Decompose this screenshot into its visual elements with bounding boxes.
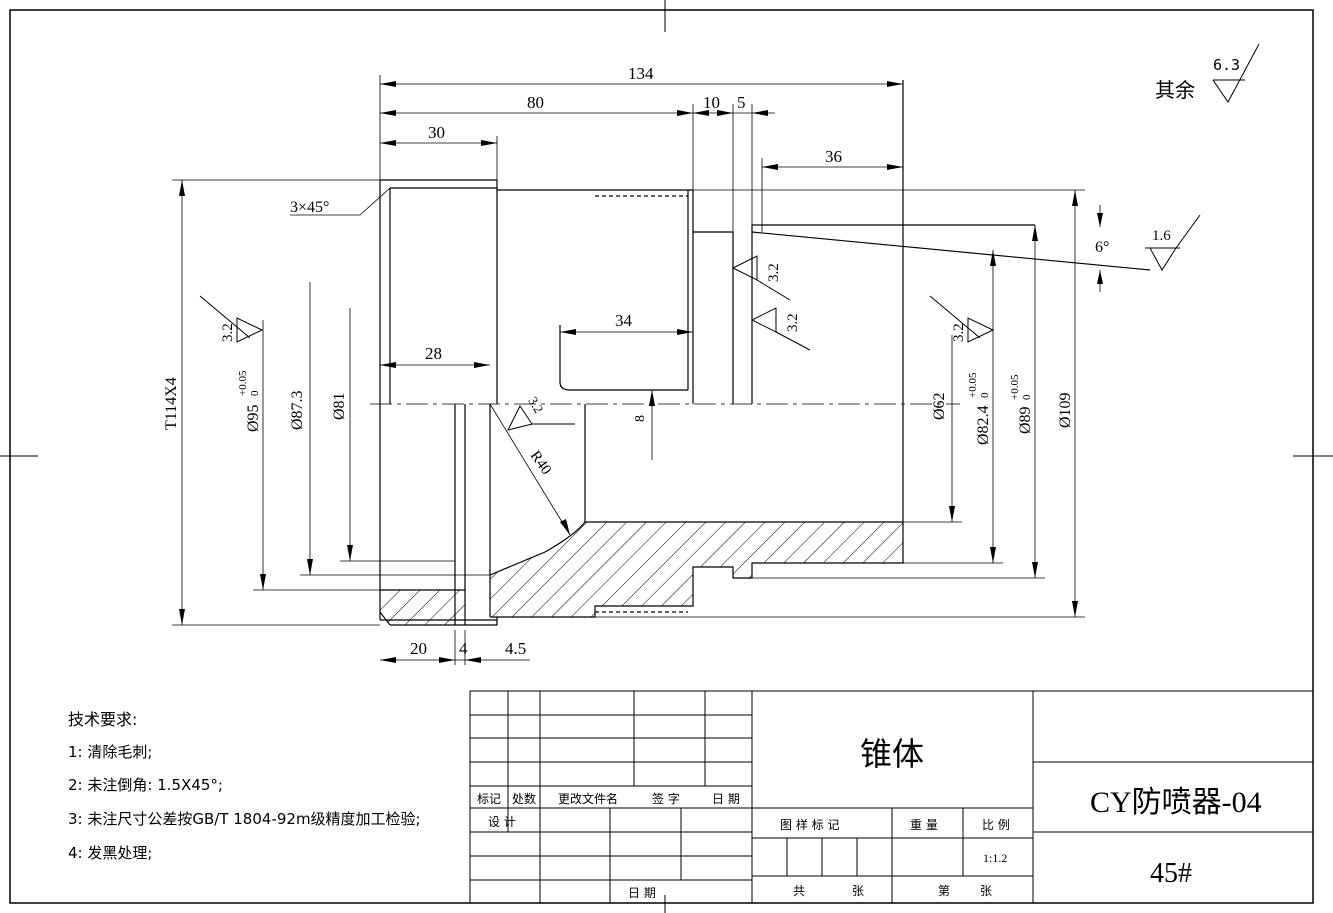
dim-chamfer: 3×45° (290, 199, 329, 216)
dim-slot-8: 8 (633, 415, 648, 422)
design-label: 设 计 (488, 815, 516, 829)
rev-header-count: 处数 (512, 791, 536, 806)
dim-taper-angle: 6° (1095, 239, 1109, 256)
rev-header-sign: 签 字 (652, 791, 680, 806)
sheets2-label: 张 (980, 884, 992, 898)
dim-d82-tol-up: +0.05 (967, 372, 979, 398)
dim-d95-tol-up: +0.05 (237, 370, 249, 396)
note-item-2: 2: 未注倒角: 1.5X45°; (68, 776, 223, 794)
technical-notes: 技术要求: 1: 清除毛刺; 2: 未注倒角: 1.5X45°; 3: 未注尺寸… (68, 710, 421, 862)
dim-10: 10 (703, 93, 720, 112)
title-block (469, 690, 1314, 904)
dim-d95: Ø95 (245, 404, 262, 432)
dim-thread: T114X4 (163, 377, 180, 430)
roughness-step-a-value: 3.2 (766, 263, 782, 282)
dim-d89: Ø89 (1017, 406, 1034, 434)
rev-header-date: 日 期 (712, 792, 740, 806)
dim-d109: Ø109 (1057, 392, 1074, 428)
drawing-number: CY防喷器-04 (1090, 786, 1262, 819)
note-item-1: 1: 清除毛刺; (68, 743, 152, 761)
dimension-texts: 134 80 10 5 30 36 34 28 20 4 4.5 3×45° 6… (163, 64, 1109, 658)
roughness-left-value: 3.2 (220, 323, 236, 342)
dim-d82: Ø82.4 (975, 405, 992, 445)
part-name: 锥体 (860, 735, 924, 773)
dim-80: 80 (527, 93, 544, 112)
hatched-section-left (380, 590, 465, 625)
dim-d62: Ø62 (931, 392, 948, 420)
dim-radius: R40 (527, 448, 554, 478)
scale-value: 1:1.2 (983, 851, 1007, 865)
roughness-right-value: 3.2 (951, 323, 967, 342)
part-geometry (370, 80, 1151, 626)
dim-d87: Ø87.3 (289, 390, 306, 430)
roughness-small-value: 3.2 (525, 394, 546, 416)
dim-28: 28 (425, 344, 442, 363)
rev-header-file: 更改文件名 (558, 791, 618, 806)
note-item-4: 4: 发黑处理; (68, 844, 152, 862)
dim-d82-tol-low: 0 (979, 392, 991, 398)
roughness-taper-value: 1.6 (1152, 228, 1171, 244)
dim-134: 134 (628, 64, 654, 83)
sheet-no-label: 第 (938, 884, 950, 898)
dim-5: 5 (737, 93, 746, 112)
roughness-step-b-value: 3.2 (785, 313, 801, 332)
dim-4: 4 (459, 639, 468, 658)
title-block-texts: 锥体 CY防喷器-04 45# 标记 处数 更改文件名 签 字 日 期 设 计 … (477, 735, 1262, 900)
weight-label: 重 量 (910, 818, 938, 832)
scale-label: 比 例 (982, 818, 1010, 832)
drawing-border (9, 9, 1314, 904)
dim-36: 36 (825, 147, 842, 166)
note-item-3: 3: 未注尺寸公差按GB/T 1804-92m级精度加工检验; (68, 810, 421, 828)
hatched-section-right (490, 522, 903, 617)
roughness-symbols (199, 214, 1201, 431)
dim-30: 30 (428, 123, 445, 142)
material: 45# (1150, 858, 1192, 889)
dim-d89-tol-up: +0.05 (1009, 374, 1021, 400)
notes-title: 技术要求: (68, 710, 137, 729)
sheets-label: 张 (852, 884, 864, 898)
general-roughness-prefix: 其余 (1155, 78, 1195, 102)
dim-d95-tol-low: 0 (249, 390, 261, 396)
dim-d89-tol-low: 0 (1021, 394, 1033, 400)
dim-d81: Ø81 (331, 392, 348, 420)
dim-20: 20 (410, 639, 427, 658)
general-roughness-symbol: 其余 6.3 (1155, 43, 1260, 103)
date-label: 日 期 (628, 886, 656, 900)
sample-mark-label: 图 样 标 记 (780, 817, 839, 832)
dim-4-5: 4.5 (505, 639, 526, 658)
roughness-values: 1.6 3.2 3.2 3.2 3.2 3.2 (220, 228, 1171, 416)
general-roughness-value: 6.3 (1213, 56, 1240, 74)
rev-header-mark: 标记 (477, 792, 501, 806)
dimension-arrows (179, 81, 1103, 663)
total-label: 共 (793, 884, 805, 898)
dim-34: 34 (615, 311, 633, 330)
